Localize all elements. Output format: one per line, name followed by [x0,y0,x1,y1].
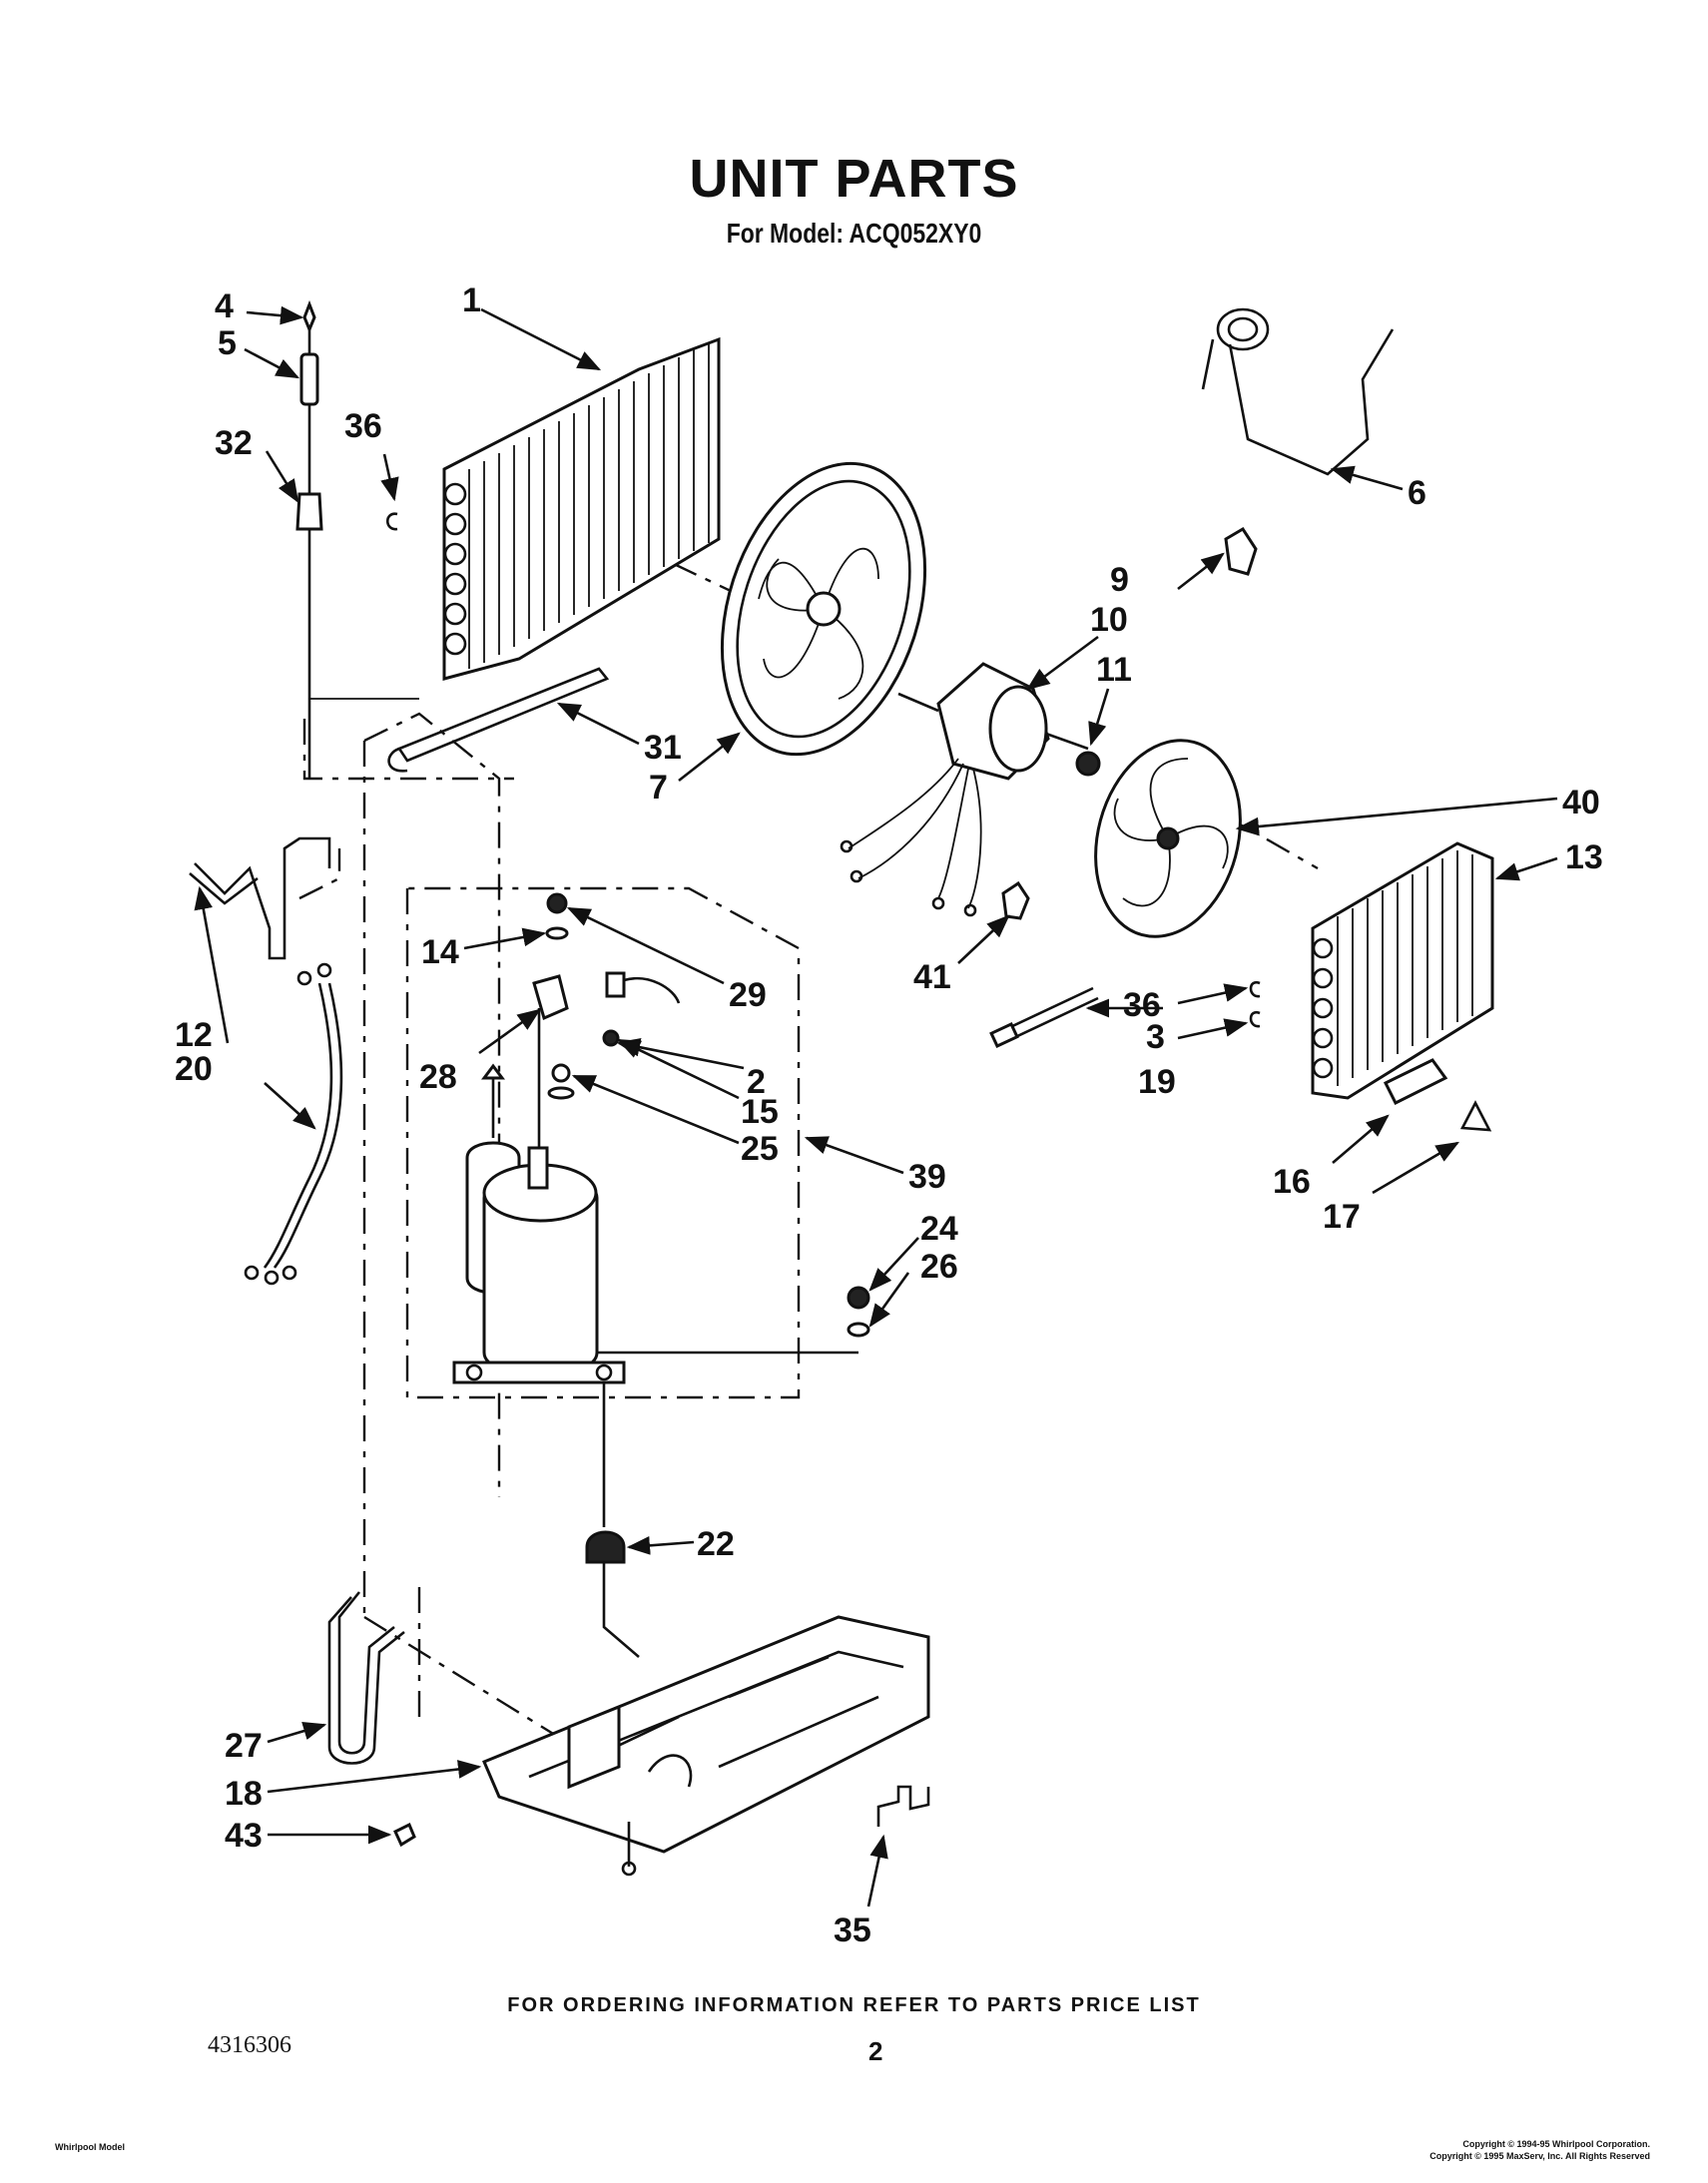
blower-fan [1094,739,1242,938]
callout-26: 26 [920,1248,958,1286]
callout-20: 20 [175,1050,213,1088]
callout-11: 11 [1096,651,1132,689]
callout-43: 43 [225,1817,263,1855]
leader-lines [194,305,1558,1908]
small-clip [1224,526,1258,576]
fan-motor [840,662,1089,917]
callout-16: 16 [1273,1163,1311,1201]
callout-28: 28 [419,1058,457,1096]
callout-41: 41 [913,958,951,996]
callout-17: 17 [1323,1198,1361,1236]
thermostat-sensor [989,986,1099,1048]
callout-numbers: 1 2 3 4 5 6 7 9 10 11 12 13 14 15 16 17 … [175,281,1603,1949]
copyright-line-1: Copyright © 1994-95 Whirlpool Corporatio… [1462,2139,1650,2149]
callout-10: 10 [1090,601,1128,639]
drain-parts [1383,1058,1492,1132]
callout-27: 27 [225,1727,263,1765]
suction-tube [189,836,331,960]
callout-29: 29 [729,976,767,1014]
copyright-line-2: Copyright © 1995 MaxServ, Inc. All Right… [1429,2151,1650,2161]
callout-9: 9 [1110,561,1129,599]
callout-25: 25 [741,1130,779,1168]
callout-36-left: 36 [344,407,382,445]
callout-5: 5 [218,324,237,362]
compressor [452,1008,858,1384]
ordering-note: FOR ORDERING INFORMATION REFER TO PARTS … [507,1994,1201,2016]
fan-nut [1075,751,1101,777]
callout-31: 31 [644,729,682,767]
callout-4: 4 [215,287,234,325]
callout-2: 2 [747,1063,766,1101]
clip-bottom [876,1785,930,1827]
compressor-hardware [532,892,681,1100]
base-pan [482,1615,930,1877]
coil-clips-right [1249,980,1261,1028]
callout-12: 12 [175,1016,213,1054]
callout-24: 24 [920,1210,958,1248]
callout-3: 3 [1146,1018,1165,1056]
copyright-block: Copyright © 1994-95 Whirlpool Corporatio… [1429,2138,1650,2162]
callout-36-right: 36 [1123,986,1161,1024]
callout-6: 6 [1408,474,1426,512]
discharge-tube [387,667,610,773]
corner-label: Whirlpool Model [55,2142,125,2152]
power-cord [244,962,343,1286]
wire-clip [1201,307,1395,476]
callout-40: 40 [1562,784,1600,821]
condenser-shroud [720,461,927,757]
callout-39: 39 [908,1158,946,1196]
model-subtitle: For Model: ACQ052XY0 [726,218,982,249]
page-title: UNIT PARTS [689,149,1019,209]
document-number: 4316306 [208,2032,291,2058]
callout-19: 19 [1138,1063,1176,1101]
evaporator-coil [1311,841,1494,1100]
compressor-isolator [585,1382,640,1658]
callout-15: 15 [741,1093,779,1131]
callout-22: 22 [697,1525,735,1563]
motor-clip [1001,880,1030,920]
callout-18: 18 [225,1775,263,1813]
drain-tube [327,1591,405,1765]
coil-clip-left [385,512,398,531]
callout-1: 1 [462,281,481,319]
screw [393,1822,416,1848]
page-number: 2 [868,2036,883,2066]
callout-35: 35 [834,1911,871,1949]
condenser-coil [442,336,721,681]
compressor-grommets [847,1286,870,1338]
callout-7: 7 [649,769,668,807]
callout-13: 13 [1565,838,1603,876]
callout-14: 14 [421,933,459,971]
callout-32: 32 [215,424,253,462]
capillary-tube-assembly [295,299,323,779]
